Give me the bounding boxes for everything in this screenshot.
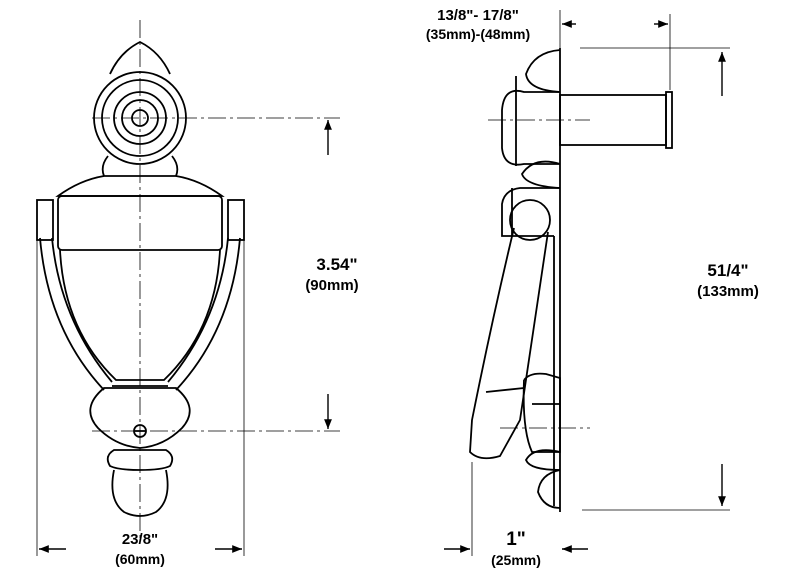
front-height-label: 3.54" xyxy=(316,255,357,274)
left-hinge-tab xyxy=(36,199,54,241)
front-view xyxy=(36,40,245,517)
side-hinge-knob xyxy=(509,199,551,241)
front-height-label-metric: (90mm) xyxy=(305,277,358,294)
front-dimensions xyxy=(39,120,332,553)
depth-label-metric: (25mm) xyxy=(491,552,541,568)
side-bottom-cap xyxy=(525,449,561,471)
front-width-label-metric: (60mm) xyxy=(115,551,165,567)
side-top-dome xyxy=(525,49,561,93)
side-knocker-arm xyxy=(469,227,549,460)
striker xyxy=(89,387,191,449)
knocker-arm-left xyxy=(39,237,105,391)
overall-height-label-metric: (133mm) xyxy=(697,283,759,300)
door-range-label-metric: (35mm)-(48mm) xyxy=(426,26,530,42)
front-width-label: 23/8" xyxy=(122,531,158,548)
door-range-label: 13/8"- 17/8" xyxy=(437,7,519,24)
front-guides xyxy=(36,20,340,556)
side-view xyxy=(469,48,673,512)
depth-label: 1" xyxy=(506,529,526,550)
overall-height-label: 51/4" xyxy=(707,261,748,280)
side-guides xyxy=(471,10,730,556)
side-viewer-body xyxy=(501,89,560,166)
viewer-tip xyxy=(665,91,673,149)
side-bottom-bulb xyxy=(537,469,561,509)
side-bracket xyxy=(501,187,560,237)
right-hinge-tab xyxy=(227,199,245,241)
knocker-arm-right xyxy=(175,237,241,391)
side-dimensions xyxy=(444,20,726,553)
